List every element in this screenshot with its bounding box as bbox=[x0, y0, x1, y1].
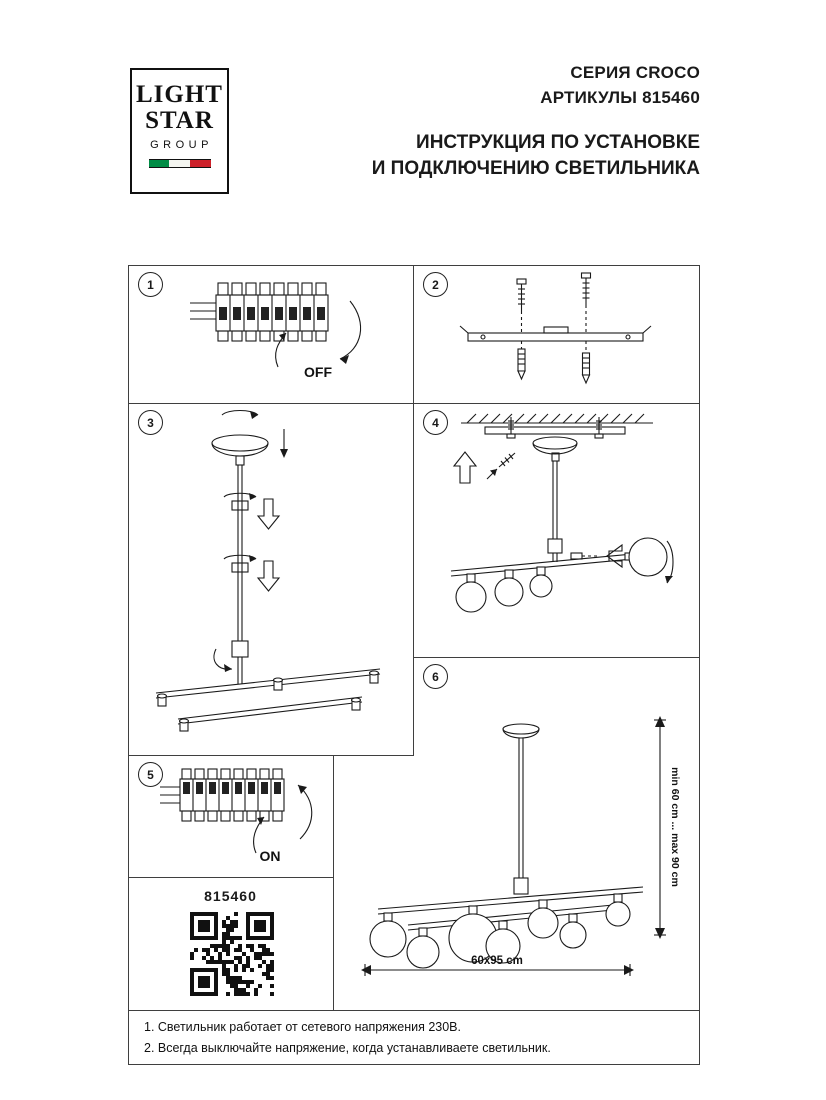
flag-white-segment bbox=[169, 160, 190, 167]
divider-line bbox=[128, 1064, 700, 1065]
footnote-1: 1. Светильник работает от сетевого напря… bbox=[144, 1020, 461, 1034]
step-3-number: 3 bbox=[138, 410, 163, 435]
step2-mounting-plate-diagram bbox=[459, 272, 652, 385]
series-title: СЕРИЯ CROCO bbox=[570, 63, 700, 82]
step6-final-fixture-diagram: min 60 cm ... max 90 cm 60x95 cm bbox=[361, 716, 681, 976]
step-1-number: 1 bbox=[138, 272, 163, 297]
circuit-breaker-drawing bbox=[160, 768, 285, 822]
switch-on-arrow bbox=[253, 784, 313, 854]
canopy-fixing-drawing bbox=[452, 436, 578, 484]
divider-line bbox=[128, 265, 700, 266]
step-6-number: 6 bbox=[423, 664, 448, 689]
article-code: 815460 bbox=[204, 888, 257, 904]
article-number-line: АРТИКУЛЫ 815460 bbox=[540, 88, 700, 107]
step-4-number: 4 bbox=[423, 410, 448, 435]
divider-line bbox=[128, 755, 414, 756]
footnote-2: 2. Всегда выключайте напряжение, когда у… bbox=[144, 1041, 551, 1055]
divider-line bbox=[413, 657, 700, 658]
footnotes: 1. Светильник работает от сетевого напря… bbox=[144, 1017, 551, 1059]
instruction-title-line1: ИНСТРУКЦИЯ ПО УСТАНОВКЕ bbox=[416, 132, 700, 153]
divider-line bbox=[128, 265, 129, 1065]
flag-green-segment bbox=[148, 160, 170, 167]
rotation-arrow bbox=[221, 409, 259, 419]
divider-line bbox=[128, 1010, 700, 1011]
step-2-number: 2 bbox=[423, 272, 448, 297]
logo-text-light: LIGHT bbox=[136, 81, 223, 108]
step-5-number: 5 bbox=[138, 762, 163, 787]
on-label: ON bbox=[260, 848, 281, 864]
arm-with-globes-drawing bbox=[450, 461, 674, 613]
logo-text-star: STAR bbox=[145, 107, 214, 134]
document-header: СЕРИЯ CROCO АРТИКУЛЫ 815460 ИНСТРУКЦИЯ П… bbox=[300, 60, 700, 182]
mounting-plate-drawing bbox=[459, 272, 652, 385]
divider-line bbox=[413, 265, 414, 755]
ceiling-hatch-drawing bbox=[461, 413, 653, 439]
divider-line bbox=[128, 877, 334, 878]
italian-flag-stripe bbox=[148, 159, 211, 168]
step5-breaker-on-diagram: ON bbox=[160, 768, 313, 864]
divider-line bbox=[333, 755, 334, 1011]
chandelier-drawing bbox=[369, 723, 644, 969]
logo-text-group: GROUP bbox=[150, 139, 213, 151]
circuit-breaker-drawing bbox=[190, 282, 329, 342]
qr-code bbox=[190, 912, 274, 996]
height-dimension-label: min 60 cm ... max 90 cm bbox=[669, 767, 681, 887]
flag-red-segment bbox=[189, 160, 211, 167]
divider-line bbox=[128, 403, 700, 404]
off-label: OFF bbox=[304, 364, 332, 380]
divider-line bbox=[699, 265, 700, 1065]
height-dimension-line bbox=[654, 716, 666, 939]
step4-globe-attachment-diagram bbox=[450, 413, 674, 613]
suspension-rod-drawing bbox=[223, 465, 281, 641]
ceiling-canopy-drawing bbox=[211, 429, 288, 466]
width-dimension-label: 60x95 cm bbox=[471, 955, 523, 967]
width-dimension-line bbox=[361, 964, 634, 976]
step3-rod-assembly-diagram bbox=[155, 409, 381, 732]
instruction-title: ИНСТРУКЦИЯ ПО УСТАНОВКЕ И ПОДКЛЮЧЕНИЮ СВ… bbox=[300, 130, 700, 182]
chandelier-frame-drawing bbox=[155, 640, 381, 732]
instruction-title-line2: И ПОДКЛЮЧЕНИЮ СВЕТИЛЬНИКА bbox=[371, 158, 700, 179]
lightstar-logo: LIGHT STAR GROUP bbox=[130, 68, 229, 194]
step1-breaker-off-diagram: OFF bbox=[190, 282, 362, 380]
switch-off-arrow bbox=[275, 300, 362, 368]
